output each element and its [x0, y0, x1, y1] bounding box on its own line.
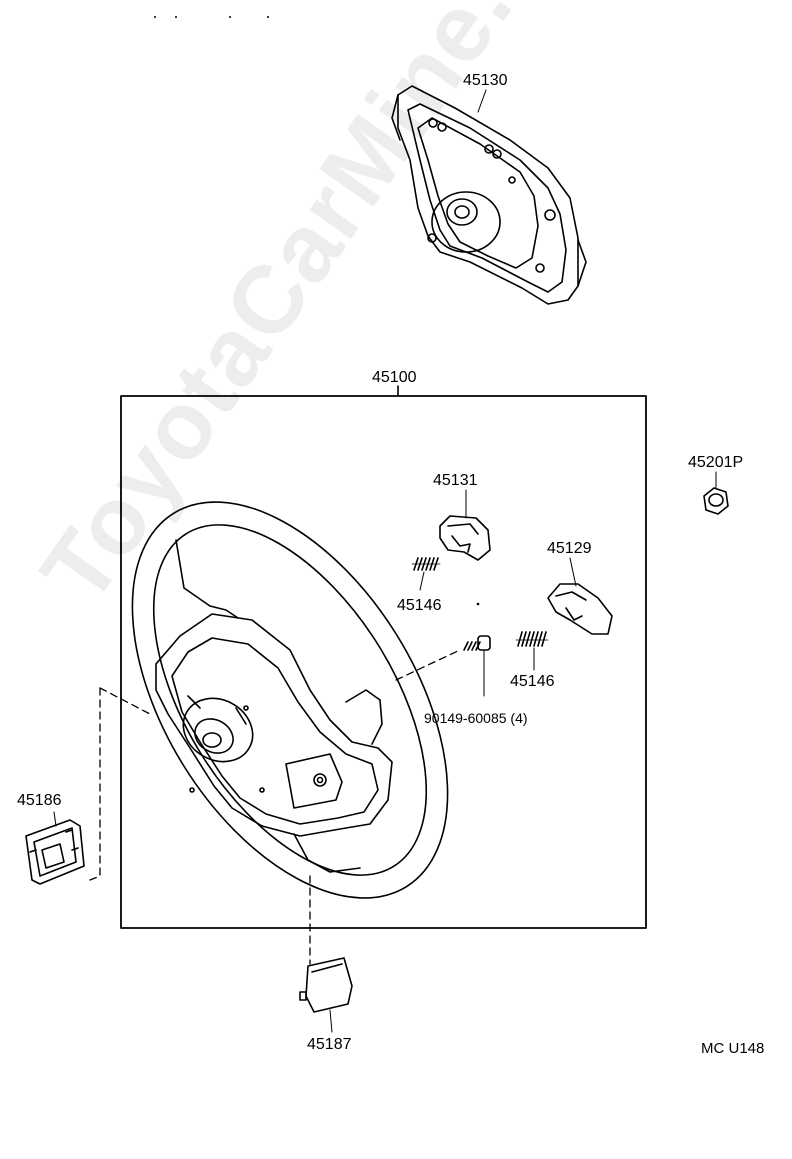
screw-drawing — [463, 635, 491, 697]
dashed-guides — [89, 649, 461, 965]
label-spring-right: 45146 — [510, 673, 555, 690]
figure-code: MC U148 — [701, 1040, 765, 1057]
label-spring-left: 45146 — [397, 597, 442, 614]
bracket-45186-drawing — [25, 819, 85, 885]
label-cover-right: 45129 — [547, 540, 592, 557]
label-wheel-assembly: 45100 — [372, 369, 417, 386]
cover-45129-drawing — [547, 583, 613, 635]
spring-left-drawing — [411, 557, 441, 571]
steering-wheel-drawing — [131, 501, 449, 899]
lower-cover-45187-drawing — [299, 957, 353, 1013]
airbag-pad-drawing — [391, 85, 587, 305]
label-lower-cover: 45187 — [307, 1036, 352, 1053]
label-airbag-pad: 45130 — [463, 72, 508, 89]
cover-45131-drawing — [439, 515, 491, 561]
label-screw: 90149-60085 (4) — [424, 710, 528, 726]
spring-right-drawing — [515, 631, 549, 647]
label-cover-upper: 45131 — [433, 472, 478, 489]
assembly-box-45100 — [120, 385, 647, 929]
label-nut: 45201P — [688, 454, 744, 471]
nut-drawing — [703, 487, 729, 515]
label-side-bracket: 45186 — [17, 792, 62, 809]
leader-lines — [53, 89, 717, 1033]
